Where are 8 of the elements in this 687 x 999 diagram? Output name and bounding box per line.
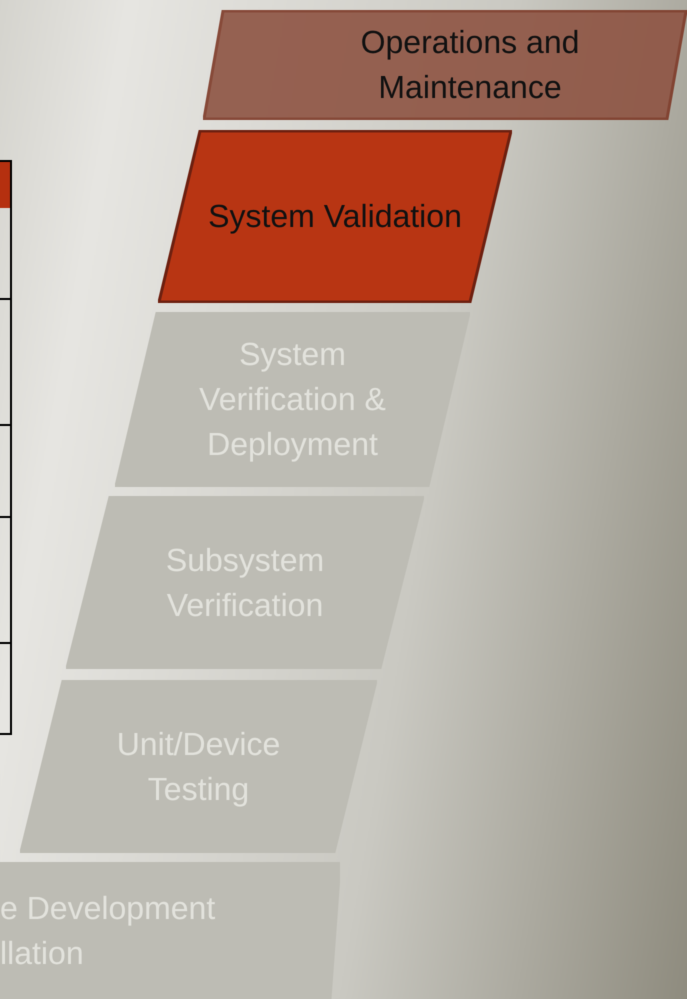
stage-parallelogram (203, 10, 687, 120)
stage-label: System Validation (207, 197, 463, 236)
stage-parallelogram (115, 312, 470, 487)
stage-label: Operations and Maintenance (360, 23, 580, 107)
stage-parallelogram (66, 496, 424, 669)
stage-parallelogram (20, 680, 377, 853)
stage-parallelogram (0, 862, 340, 999)
stage-parallelogram (158, 130, 512, 303)
